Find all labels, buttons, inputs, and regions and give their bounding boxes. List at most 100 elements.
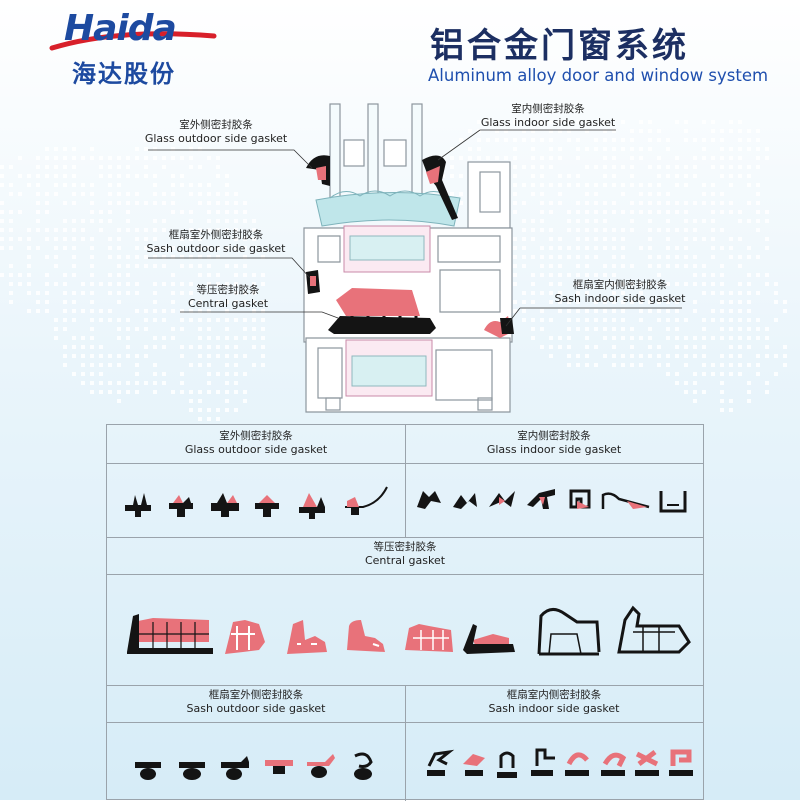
map-dot — [531, 147, 535, 151]
map-dot — [558, 282, 562, 286]
map-dot — [747, 201, 751, 205]
map-dot — [117, 183, 121, 187]
map-dot — [693, 354, 697, 358]
map-dot — [99, 219, 103, 223]
map-dot — [522, 138, 526, 142]
map-dot — [513, 210, 517, 214]
map-dot — [135, 381, 139, 385]
map-dot — [621, 327, 625, 331]
map-dot — [126, 228, 130, 232]
map-dot — [711, 336, 715, 340]
map-dot — [738, 120, 742, 124]
map-dot — [234, 282, 238, 286]
map-dot — [576, 246, 580, 250]
map-dot — [126, 318, 130, 322]
map-dot — [54, 246, 58, 250]
map-dot — [657, 228, 661, 232]
map-dot — [531, 228, 535, 232]
map-dot — [603, 165, 607, 169]
map-dot — [72, 273, 76, 277]
map-dot — [36, 300, 40, 304]
map-dot — [612, 300, 616, 304]
map-dot — [198, 264, 202, 268]
map-dot — [144, 246, 148, 250]
map-dot — [585, 237, 589, 241]
map-dot — [207, 309, 211, 313]
map-dot — [63, 291, 67, 295]
map-dot — [234, 237, 238, 241]
map-dot — [180, 390, 184, 394]
map-dot — [72, 165, 76, 169]
map-dot — [207, 192, 211, 196]
map-dot — [567, 318, 571, 322]
map-dot — [594, 318, 598, 322]
map-dot — [234, 228, 238, 232]
map-dot — [54, 183, 58, 187]
map-dot — [657, 165, 661, 169]
map-dot — [603, 228, 607, 232]
map-dot — [522, 129, 526, 133]
map-dot — [207, 273, 211, 277]
map-dot — [693, 390, 697, 394]
map-dot — [198, 300, 202, 304]
map-dot — [54, 147, 58, 151]
gasket-profile-icon — [453, 493, 477, 509]
map-dot — [513, 201, 517, 205]
map-dot — [684, 120, 688, 124]
map-dot — [0, 273, 4, 277]
map-dot — [216, 345, 220, 349]
map-dot — [684, 228, 688, 232]
map-dot — [45, 309, 49, 313]
map-dot — [225, 399, 229, 403]
gasket-profile-icon — [601, 492, 650, 509]
map-dot — [189, 228, 193, 232]
map-dot — [747, 390, 751, 394]
map-dot — [207, 255, 211, 259]
map-dot — [9, 192, 13, 196]
map-dot — [27, 309, 31, 313]
map-dot — [675, 318, 679, 322]
map-dot — [567, 210, 571, 214]
map-dot — [198, 237, 202, 241]
map-dot — [684, 345, 688, 349]
map-dot — [135, 309, 139, 313]
map-dot — [738, 165, 742, 169]
map-dot — [648, 300, 652, 304]
map-dot — [675, 210, 679, 214]
map-dot — [549, 129, 553, 133]
map-dot — [261, 354, 265, 358]
map-dot — [729, 147, 733, 151]
map-dot — [702, 273, 706, 277]
map-dot — [567, 129, 571, 133]
map-dot — [630, 138, 634, 142]
map-dot — [738, 282, 742, 286]
map-dot — [189, 138, 193, 142]
map-dot — [162, 345, 166, 349]
map-dot — [153, 228, 157, 232]
map-dot — [243, 273, 247, 277]
map-dot — [747, 246, 751, 250]
map-dot — [711, 282, 715, 286]
gasket-profile-icon — [659, 491, 687, 513]
map-dot — [63, 183, 67, 187]
map-dot — [243, 372, 247, 376]
map-dot — [666, 255, 670, 259]
map-dot — [135, 147, 139, 151]
map-dot — [144, 156, 148, 160]
map-dot — [612, 183, 616, 187]
map-dot — [720, 309, 724, 313]
map-dot — [513, 120, 517, 124]
map-dot — [738, 147, 742, 151]
map-dot — [513, 147, 517, 151]
map-dot — [630, 174, 634, 178]
map-dot — [558, 246, 562, 250]
thermal-break-cavities — [349, 235, 427, 387]
map-dot — [45, 147, 49, 151]
map-dot — [81, 309, 85, 313]
map-dot — [675, 165, 679, 169]
map-dot — [45, 210, 49, 214]
map-dot — [621, 120, 625, 124]
map-dot — [153, 183, 157, 187]
map-dot — [684, 129, 688, 133]
map-dot — [774, 291, 778, 295]
